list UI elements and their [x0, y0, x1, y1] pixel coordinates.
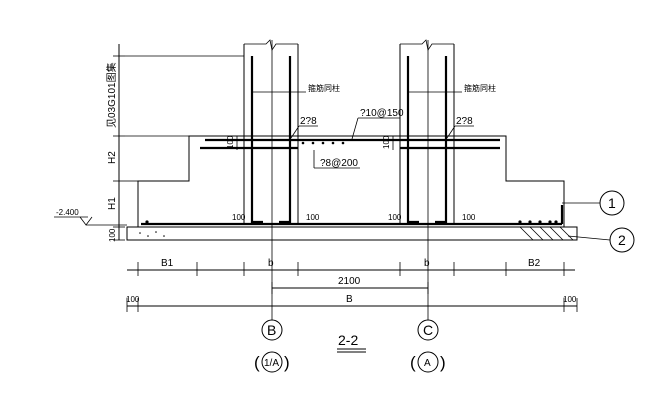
column-right: [399, 39, 500, 224]
cushion-hatch-right: [519, 226, 574, 241]
axis-c-paren-close: ): [440, 353, 446, 372]
dim-row-3: [126, 298, 578, 312]
col-right-dim-left: 100: [388, 213, 402, 222]
top-rebar-dots: [301, 141, 345, 145]
stirrup-note-right: 箍筋同柱: [464, 83, 496, 93]
vertical-dimension-chain: [113, 44, 244, 241]
hdim-end-left: 100: [126, 295, 140, 304]
axis-bubble-c: [417, 319, 439, 341]
vdim-h1: H1: [107, 197, 118, 210]
vdim-cushion: 100: [108, 228, 117, 242]
hdim-b2: B2: [528, 258, 541, 269]
bottom-rebar-dots: [145, 220, 558, 224]
section-title: 2-2: [338, 332, 358, 348]
cushion-hatch-dots: [139, 231, 165, 237]
col-right-dim-right: 100: [462, 213, 476, 222]
axis-c-label: C: [423, 322, 433, 338]
axis-b-alt: 1/A: [264, 358, 279, 369]
rebar-mid-label: ?8@200: [320, 158, 358, 169]
col-left-dim-left: 100: [232, 213, 246, 222]
rebar-top-label: ?10@150: [360, 108, 404, 119]
axis-bubble-b: [261, 319, 283, 341]
axis-b-label: B: [267, 322, 276, 338]
callout-1: [562, 190, 625, 216]
axis-c-alt: A: [424, 358, 431, 369]
stirrup-note-left: 箍筋同柱: [308, 83, 340, 93]
col-left-vdim: 100: [226, 135, 235, 149]
elevation-mark: [54, 216, 127, 226]
hdim-b-left: b: [268, 258, 274, 269]
col-left-dim-right: 100: [306, 213, 320, 222]
hdim-span: 2100: [338, 276, 361, 287]
cushion-layer: [126, 226, 578, 241]
axis-c-paren-open: (: [410, 353, 416, 372]
axis-b-paren-close: ): [284, 353, 290, 372]
hdim-end-right: 100: [563, 295, 577, 304]
column-left: [200, 39, 299, 224]
axis-b-paren-open: (: [254, 353, 260, 372]
hdim-total: B: [346, 294, 353, 305]
footing-outline: [137, 135, 565, 227]
callout-2: [567, 227, 635, 253]
hdim-b1: B1: [161, 258, 174, 269]
dim-row-2: [271, 282, 429, 294]
col-right-vdim: 100: [382, 135, 391, 149]
dim-row-1: [127, 262, 575, 276]
vdim-h2: H2: [107, 151, 118, 164]
callout-1-label: 1: [608, 195, 616, 211]
callout-2-label: 2: [618, 232, 626, 248]
dowel-note-left: 2?8: [300, 116, 317, 127]
hdim-b-right: b: [424, 258, 430, 269]
vdim-col-insert: 见03G101图集: [105, 62, 118, 128]
elevation-label: -2.400: [56, 208, 79, 217]
dowel-note-right: 2?8: [456, 116, 473, 127]
